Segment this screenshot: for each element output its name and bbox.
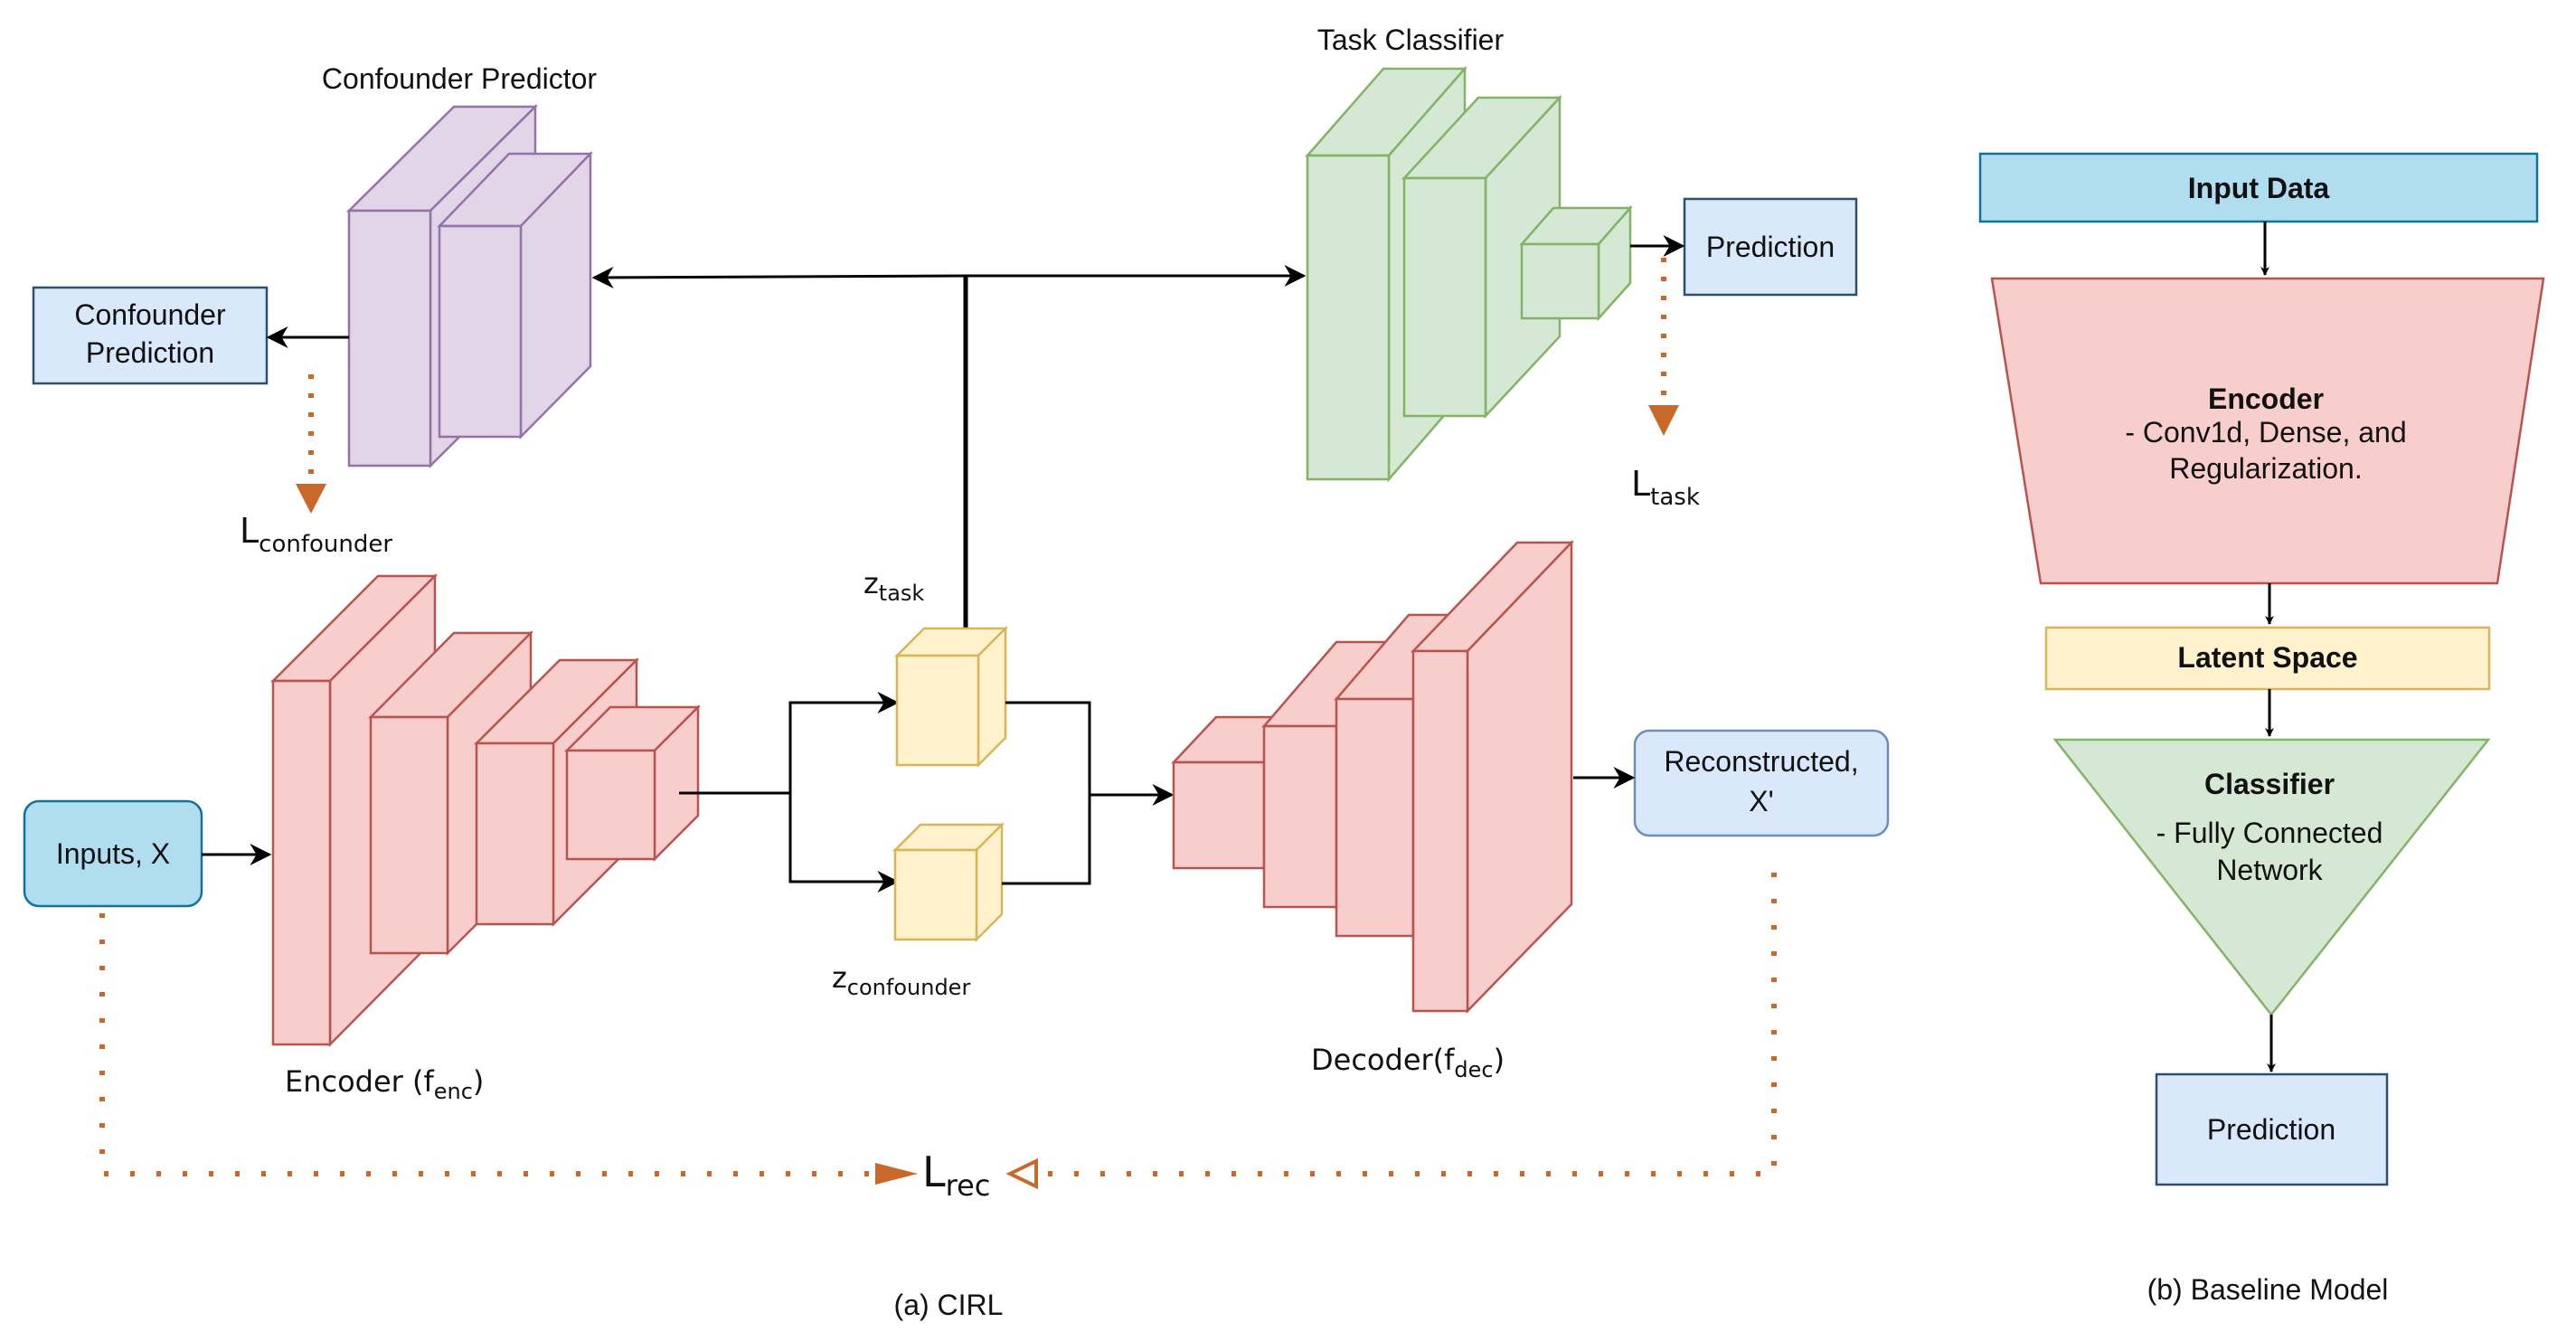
z-confounder-label: zconfounder xyxy=(832,960,970,1000)
baseline-prediction-box xyxy=(2155,1072,2389,1186)
arrow-to-z-confounder xyxy=(788,793,900,893)
confounder-predictor-block xyxy=(345,104,593,468)
encoder-label: Encoder (fenc) xyxy=(285,1064,484,1104)
task-classifier-label: Task Classifier xyxy=(1317,24,1505,56)
baseline-encoder-desc-2: Regularization. xyxy=(2169,452,2362,485)
task-layer-3 xyxy=(1519,204,1633,322)
input-data-box xyxy=(1978,152,2539,223)
latent-space-label: Latent Space xyxy=(2177,641,2357,674)
confounder-layer-2 xyxy=(437,150,593,440)
l-task-label: Ltask xyxy=(1631,464,1700,511)
baseline-classifier-desc-1: - Fully Connected xyxy=(2156,817,2383,849)
baseline-encoder-shape xyxy=(1990,277,2545,585)
caption-baseline: (b) Baseline Model xyxy=(2147,1273,2389,1306)
reconstructed-line2: X' xyxy=(1749,785,1773,817)
encoder-layer-4 xyxy=(563,704,702,863)
l-task-arrowhead xyxy=(1648,405,1679,436)
input-data-label: Input Data xyxy=(2188,172,2330,204)
baseline-encoder-desc-1: - Conv1d, Dense, and xyxy=(2125,416,2406,449)
l-rec-label: Lrec xyxy=(922,1148,990,1203)
confounder-prediction-line2: Prediction xyxy=(86,336,214,369)
l-rec-left-arrowhead xyxy=(875,1163,918,1185)
arrow-to-z-task xyxy=(679,692,900,795)
caption-cirl: (a) CIRL xyxy=(894,1289,1004,1321)
arrow-z-task-to-decoder xyxy=(1005,701,1175,806)
reconstructed-line1: Reconstructed, xyxy=(1664,745,1858,778)
prediction-box xyxy=(1683,197,1858,297)
l-rec-right-arrowhead xyxy=(1005,1157,1038,1190)
inputs-label: Inputs, X xyxy=(56,837,170,870)
line-z-confounder-to-decoder xyxy=(1002,795,1091,885)
latent-space-box xyxy=(2044,626,2491,691)
task-classifier-block xyxy=(1305,65,1633,483)
confounder-predictor-label: Confounder Predictor xyxy=(322,62,598,95)
z-task-cube xyxy=(893,625,1009,769)
baseline-encoder-title: Encoder xyxy=(2208,383,2324,415)
baseline-prediction-label: Prediction xyxy=(2207,1113,2335,1146)
prediction-label: Prediction xyxy=(1706,231,1835,263)
l-confounder-label: Lconfounder xyxy=(240,511,392,558)
l-rec-left-dotted-line xyxy=(99,913,913,1176)
encoder-block xyxy=(269,572,702,1048)
baseline-classifier-shape xyxy=(2052,738,2491,1017)
arrow-to-confounder-predictor xyxy=(591,266,967,288)
baseline-classifier-title: Classifier xyxy=(2204,768,2335,800)
z-task-label: ztask xyxy=(863,566,924,606)
z-confounder-cube xyxy=(892,821,1005,943)
confounder-prediction-line1: Confounder xyxy=(74,298,226,331)
decoder-layer-4 xyxy=(1411,539,1574,1015)
decoder-label: Decoder(fdec) xyxy=(1311,1043,1505,1082)
l-confounder-arrowhead xyxy=(296,484,326,514)
baseline-classifier-desc-2: Network xyxy=(2216,854,2323,886)
decoder-block xyxy=(1171,539,1574,1015)
